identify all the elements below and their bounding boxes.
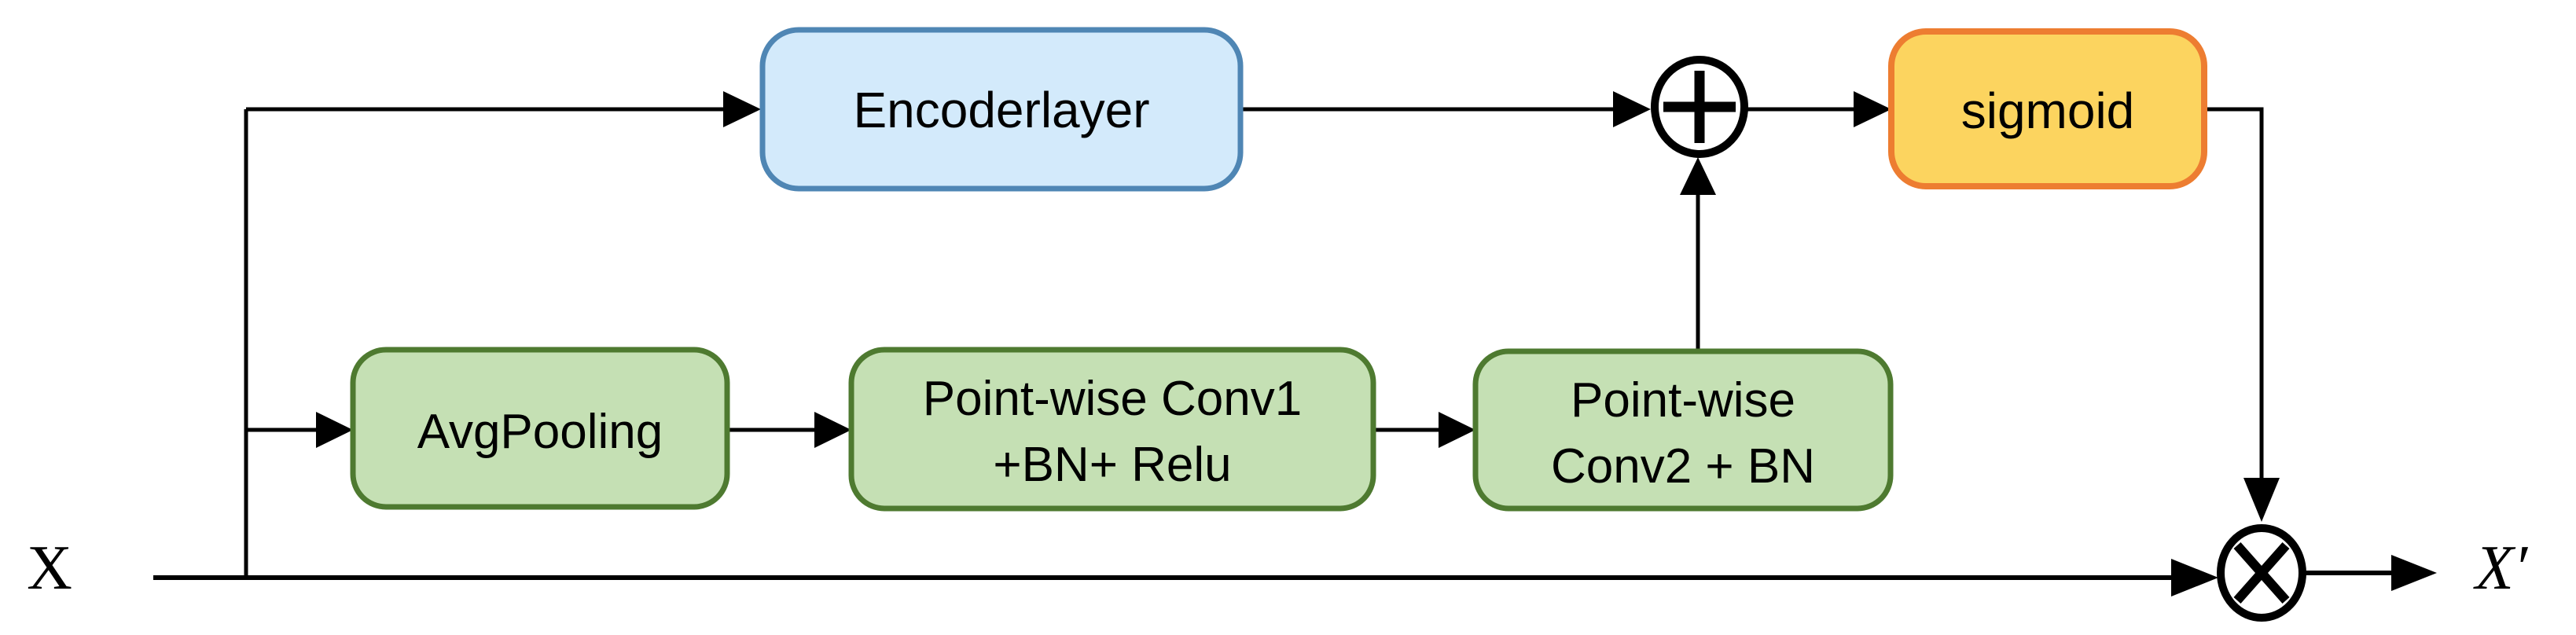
multiply-cross-glyph <box>2233 542 2290 604</box>
arrowhead-into-avgpooling <box>316 412 353 448</box>
arrowhead-into-add-left <box>1613 91 1651 127</box>
arrow-to-avgpooling <box>246 412 353 448</box>
pointwise-conv1-label-line2: +BN+ Relu <box>993 438 1231 492</box>
pointwise-conv1-label-line1: Point-wise Conv1 <box>923 372 1302 426</box>
arrow-conv1-to-conv2 <box>1373 412 1475 448</box>
node-sigmoid: sigmoid <box>1888 28 2207 189</box>
arrowhead-into-conv1 <box>814 412 851 448</box>
pointwise-conv2-label-line2: Conv2 + BN <box>1551 439 1815 494</box>
node-pointwise-conv1: Point-wise Conv1 +BN+ Relu <box>848 347 1376 512</box>
pointwise-conv1-box <box>848 347 1376 512</box>
connectors <box>153 91 2437 596</box>
arrow-add-to-sigmoid <box>1747 91 1891 127</box>
arrowhead-down-into-multiply <box>2243 478 2280 522</box>
node-avgpooling: AvgPooling <box>350 347 730 510</box>
arrow-to-encoderlayer <box>246 91 761 127</box>
output-x-prime-label: X′ <box>2473 534 2529 603</box>
arrowhead-into-add <box>1680 157 1716 195</box>
sigmoid-drop-line <box>2204 107 2264 478</box>
arrowhead-into-conv2 <box>1439 412 1475 448</box>
avgpooling-label: AvgPooling <box>417 405 663 459</box>
encoderlayer-label: Encoderlayer <box>853 82 1149 138</box>
circled-plus-icon <box>1651 56 1748 158</box>
node-pointwise-conv2: Point-wise Conv2 + BN <box>1472 348 1894 512</box>
sigmoid-box <box>1888 28 2207 189</box>
add-plus-glyph <box>1663 71 1736 143</box>
arrow-input-rail <box>153 559 2218 596</box>
node-encoderlayer: Encoderlayer <box>759 27 1244 192</box>
arrowhead-into-multiply <box>2171 559 2218 596</box>
sigmoid-label: sigmoid <box>1961 83 2135 139</box>
pointwise-conv2-label-line1: Point-wise <box>1571 373 1795 428</box>
arrow-encoderlayer-to-add <box>1240 91 1651 127</box>
arrow-sigmoid-to-multiply <box>2204 107 2280 522</box>
avgpooling-box <box>350 347 730 510</box>
arrowhead-into-sigmoid <box>1854 91 1891 127</box>
arrow-multiply-to-output <box>2304 555 2437 591</box>
circled-times-icon <box>2217 524 2306 622</box>
arrowhead-into-encoderlayer <box>723 91 761 127</box>
pointwise-conv2-box <box>1472 348 1894 512</box>
arrowhead-into-output <box>2391 555 2437 591</box>
input-x-label: X <box>27 534 72 603</box>
arrow-avgpooling-to-conv1 <box>727 412 851 448</box>
arrow-conv2-to-add <box>1680 157 1716 350</box>
encoderlayer-box <box>759 27 1244 192</box>
